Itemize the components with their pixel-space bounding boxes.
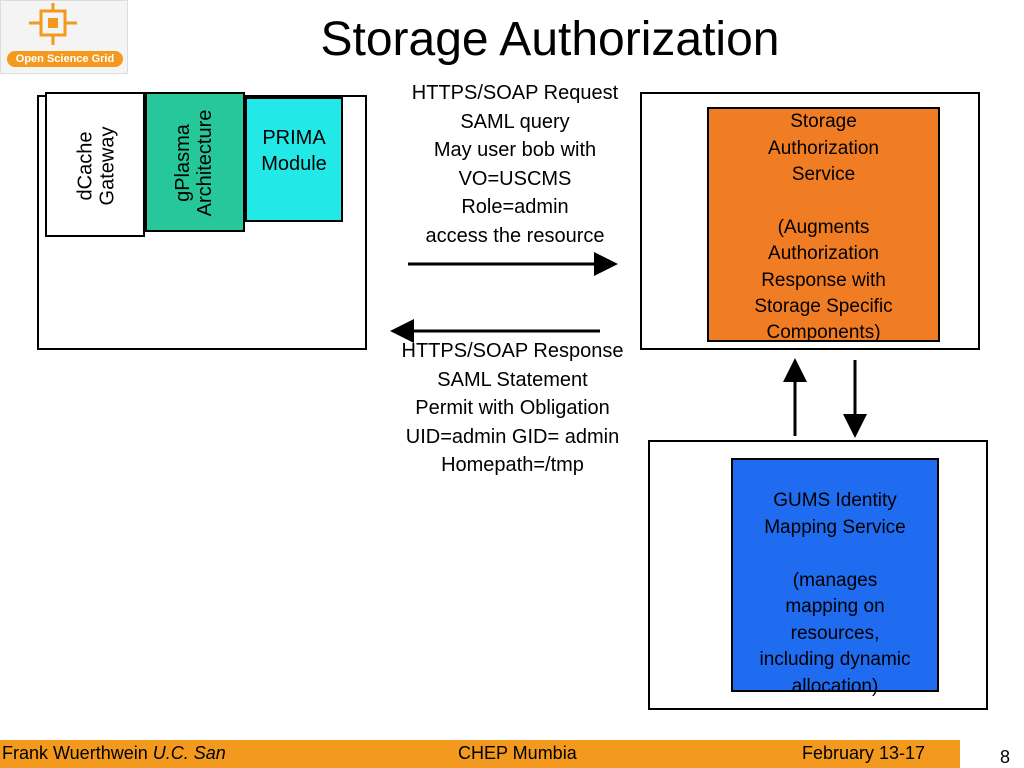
- prima-module-label: PRIMA Module: [261, 127, 327, 175]
- storage-authorization-service-box: Storage Authorization Service (Augments …: [707, 107, 940, 343]
- response-line: Homepath=/tmp: [441, 454, 584, 476]
- storage-desc-line: Components): [766, 322, 881, 344]
- page-title: Storage Authorization: [320, 13, 780, 66]
- request-text: HTTPS/SOAP Request SAML query May user b…: [370, 79, 660, 250]
- footer-date: February 13-17: [802, 743, 926, 763]
- request-line: Role=admin: [461, 196, 569, 218]
- storage-service-title: Storage Authorization Service: [709, 109, 938, 189]
- gums-desc-line: mapping on: [785, 596, 885, 618]
- grid-logo-icon: [29, 3, 77, 45]
- request-line: May user bob with: [433, 139, 597, 161]
- request-line: HTTPS/SOAP Request: [411, 82, 619, 104]
- gums-desc-line: including dynamic: [759, 649, 911, 671]
- response-text: HTTPS/SOAP Response SAML Statement Permi…: [370, 337, 655, 480]
- gums-desc-line: resources,: [790, 622, 880, 644]
- gums-title-line: Mapping Service: [764, 516, 906, 538]
- gplasma-architecture-box: gPlasma Architecture: [145, 92, 245, 232]
- request-line: VO=USCMS: [458, 167, 572, 190]
- gums-title-line: GUMS Identity: [773, 490, 897, 511]
- response-line: SAML Statement: [437, 368, 588, 391]
- request-line: SAML query: [460, 110, 570, 133]
- gums-container-box: [648, 440, 988, 710]
- storage-title-line: Storage: [790, 111, 857, 132]
- storage-desc-line: Response with: [761, 269, 886, 291]
- gums-title: GUMS Identity Mapping Service: [723, 488, 947, 541]
- gums-identity-mapping-service-box: GUMS Identity Mapping Service (manages m…: [731, 458, 939, 697]
- footer-bar: Frank Wuerthwein U.C. San CHEP Mumbia Fe…: [0, 740, 960, 768]
- prima-module-box: PRIMA Module: [245, 97, 343, 222]
- storage-desc-line: Storage Specific: [754, 295, 893, 317]
- storage-desc-line: Authorization: [768, 243, 879, 265]
- gums-desc-line: allocation): [791, 675, 879, 697]
- dcache-gateway-box: d​Cache Gateway: [45, 92, 145, 237]
- footer-author-affiliation: U.C. San: [152, 743, 226, 763]
- storage-desc-line: (Augments: [777, 217, 870, 238]
- storage-title-line: Authorization: [768, 137, 879, 159]
- gums-desc-line: (manages: [792, 570, 878, 591]
- footer-author-name: Frank Wuerthwein: [2, 743, 153, 763]
- response-line: UID=admin GID= admin: [405, 425, 620, 448]
- page-number: 8: [1000, 747, 1011, 767]
- footer-event: CHEP Mumbia: [458, 743, 577, 763]
- gums-desc: (manages mapping on resources, including…: [723, 568, 947, 700]
- footer-author: Frank Wuerthwein U.C. San: [2, 742, 226, 764]
- request-line: access the resource: [425, 224, 605, 247]
- response-line: HTTPS/SOAP Response: [401, 340, 624, 362]
- storage-container-box: [640, 92, 980, 350]
- response-line: Permit with Obligation: [415, 397, 610, 419]
- osg-logo: Open Science Grid: [0, 0, 128, 74]
- logo-text: Open Science Grid: [7, 51, 123, 67]
- storage-service-desc: (Augments Authorization Response with St…: [709, 215, 938, 346]
- storage-title-line: Service: [791, 164, 856, 185]
